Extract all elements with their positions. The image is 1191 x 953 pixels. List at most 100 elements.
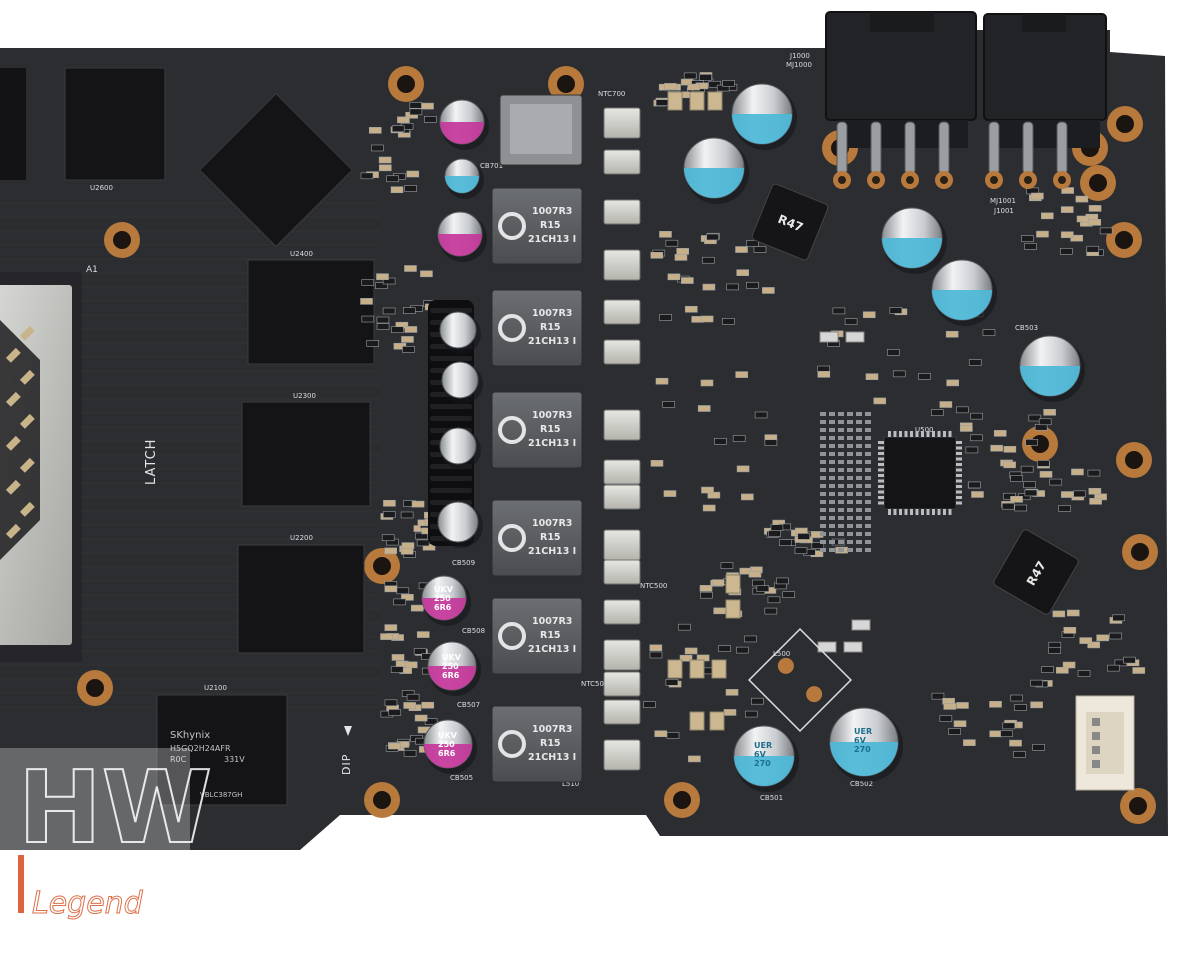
smd-part xyxy=(1010,495,1023,503)
smd-part xyxy=(366,340,379,347)
pad xyxy=(856,460,862,464)
smd-part xyxy=(832,307,846,315)
smd-part xyxy=(643,701,656,708)
gpu-cap xyxy=(5,391,21,407)
smd-part xyxy=(817,371,831,378)
gpu-cap xyxy=(5,347,21,363)
pwm-pin xyxy=(899,509,902,515)
smd-part xyxy=(754,411,768,419)
connector-pin xyxy=(836,121,848,175)
connector-pin xyxy=(870,121,882,175)
cap-sleeve xyxy=(422,598,466,620)
gpu-cap xyxy=(19,369,35,385)
smd-part xyxy=(1003,461,1016,469)
pad xyxy=(820,484,826,488)
smd-part xyxy=(1070,234,1084,242)
cap-sleeve xyxy=(445,176,479,193)
cap-top-2 xyxy=(444,158,484,199)
smd-part xyxy=(1058,505,1071,512)
ref-cb508: CB508 xyxy=(462,627,485,635)
cap-connector-2 xyxy=(683,137,749,204)
smd-part xyxy=(982,329,996,336)
cap-sleeve xyxy=(440,122,484,144)
pwm-pin xyxy=(932,431,935,437)
connector-pin xyxy=(904,121,916,175)
smd-part xyxy=(844,318,858,325)
smd-part xyxy=(1048,647,1061,654)
smd-part xyxy=(375,282,388,289)
pwm-pin xyxy=(915,431,919,437)
smd-part xyxy=(702,283,716,291)
a1-label: A1 xyxy=(86,265,98,275)
ceramic-cap xyxy=(709,711,725,731)
gpu-smd-caps xyxy=(5,325,35,539)
smd-part xyxy=(714,437,727,445)
pwm-pin xyxy=(878,457,884,461)
smd-part xyxy=(1060,231,1074,239)
smd-part xyxy=(416,631,430,638)
smd-part xyxy=(391,326,404,334)
smd-part xyxy=(736,646,749,654)
smd-part xyxy=(1056,667,1069,674)
memory-code: 331V xyxy=(224,755,245,764)
smd-part xyxy=(414,714,428,722)
pad xyxy=(847,468,853,472)
smd-part xyxy=(718,645,731,652)
resistor xyxy=(851,619,871,631)
smd-part xyxy=(384,547,398,555)
pad xyxy=(847,492,853,496)
smd-part xyxy=(404,661,418,669)
pad xyxy=(838,484,844,488)
smd-part xyxy=(679,654,693,662)
smd-part xyxy=(968,359,982,366)
choke-logo-icon xyxy=(498,212,526,240)
smd-part xyxy=(735,371,749,378)
rotated-ic xyxy=(198,92,354,248)
smd-part xyxy=(1025,439,1038,446)
pwm-pin xyxy=(878,441,884,444)
pwm-pin xyxy=(893,431,897,437)
choke-line-3: 21CH13 I xyxy=(528,234,576,245)
dip-arrow-icon xyxy=(344,726,352,736)
ref-ntc500: NTC500 xyxy=(640,582,667,590)
gpu-cap xyxy=(19,413,35,429)
smd-part xyxy=(380,633,393,640)
smd-part xyxy=(386,175,399,183)
smd-part xyxy=(931,692,945,700)
pad xyxy=(820,428,826,432)
pad xyxy=(856,436,862,440)
ref-cb502: CB502 xyxy=(850,780,873,788)
smd-part xyxy=(1112,614,1125,622)
choke-body xyxy=(491,499,583,577)
choke-line-3: 21CH13 I xyxy=(528,752,576,763)
mosfet xyxy=(603,739,641,771)
smd-part xyxy=(955,406,969,414)
choke-logo-icon xyxy=(498,730,526,758)
pad xyxy=(829,532,835,536)
smd-part xyxy=(1032,744,1045,751)
ceramic-cap xyxy=(689,711,705,731)
mounting-hole xyxy=(1129,797,1147,815)
mounting-hole xyxy=(373,791,391,809)
smd-part xyxy=(687,83,700,91)
pad xyxy=(856,476,862,480)
smd-part xyxy=(1109,632,1122,640)
memory-chip-u2300 xyxy=(241,401,371,507)
smd-part xyxy=(767,596,781,604)
smd-part xyxy=(752,579,765,587)
smd-part xyxy=(361,315,375,323)
smd-part xyxy=(415,532,428,540)
smd-part xyxy=(943,703,957,710)
smd-part xyxy=(391,654,405,661)
pwm-controller-chip xyxy=(878,431,962,515)
cap-cb503 xyxy=(1019,335,1085,402)
pad xyxy=(847,452,853,456)
smd-part xyxy=(416,539,430,547)
pad xyxy=(847,548,853,552)
cap-sleeve xyxy=(438,234,482,256)
pwm-pin xyxy=(956,485,962,488)
smd-part xyxy=(378,156,392,164)
